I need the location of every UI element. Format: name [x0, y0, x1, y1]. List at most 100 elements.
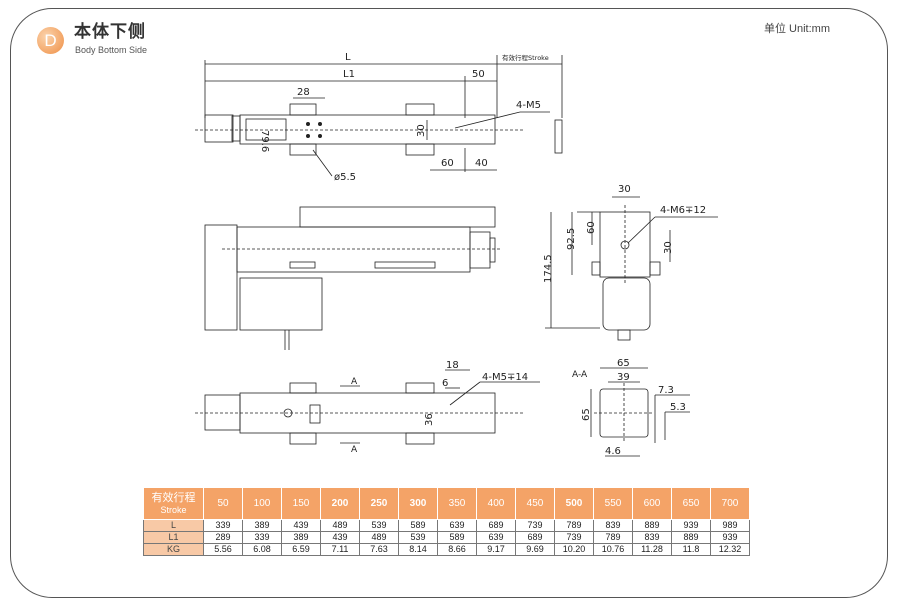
- table-cell: 7.63: [359, 543, 399, 556]
- page-subtitle: Body Bottom Side: [75, 45, 148, 55]
- table-cell: 439: [320, 531, 360, 544]
- table-cell: 889: [632, 519, 672, 532]
- dim-7-3: 7.3: [658, 385, 674, 396]
- dim-28: 28: [297, 87, 310, 98]
- bottom-view: A A 18 6 4-M5∓14 36: [195, 360, 540, 455]
- table-cell: 10.20: [554, 543, 594, 556]
- row-label: KG: [143, 543, 204, 556]
- table-cell: 489: [359, 531, 399, 544]
- dim-92-5: 92.5: [566, 228, 577, 250]
- table-cell: 989: [710, 519, 750, 532]
- hole-5-5: ø5.5: [334, 172, 356, 183]
- table-cell: 9.17: [476, 543, 516, 556]
- row-label: L1: [143, 531, 204, 544]
- section-label: A-A: [572, 370, 588, 380]
- table-cell: 789: [593, 531, 633, 544]
- dim-18: 18: [446, 360, 459, 371]
- table-cell: 6.59: [281, 543, 321, 556]
- dim-36: 36: [424, 413, 435, 426]
- dim-end-60: 60: [586, 221, 597, 234]
- thread-4-m5: 4-M5: [516, 100, 541, 111]
- stroke-header-value: 200: [320, 487, 360, 520]
- dim-65v: 65: [581, 408, 592, 421]
- page-title: 本体下侧: [74, 22, 146, 41]
- table-cell: 789: [554, 519, 594, 532]
- table-cell: 9.69: [515, 543, 555, 556]
- stroke-header-value: 600: [632, 487, 672, 520]
- section-badge: D: [37, 27, 64, 54]
- dim-40: 40: [475, 158, 488, 169]
- dim-6: 6: [442, 378, 448, 389]
- stroke-header-value: 500: [554, 487, 594, 520]
- dim-60: 60: [441, 158, 454, 169]
- table-cell: 389: [242, 519, 282, 532]
- table-cell: 539: [398, 531, 438, 544]
- table-cell: 8.14: [398, 543, 438, 556]
- table-cell: 889: [671, 531, 711, 544]
- stroke-header-value: 450: [515, 487, 555, 520]
- table-cell: 839: [593, 519, 633, 532]
- dim-50: 50: [472, 69, 485, 80]
- stroke-header-value: 250: [359, 487, 399, 520]
- dim-174-5: 174.5: [543, 254, 554, 283]
- table-cell: 739: [554, 531, 594, 544]
- stroke-header-value: 50: [203, 487, 243, 520]
- stroke-header-value: 700: [710, 487, 750, 520]
- stroke-header-value: 350: [437, 487, 477, 520]
- dim-30: 30: [416, 124, 427, 137]
- dim-79-6: 79.6: [259, 130, 270, 152]
- dim-end-30: 30: [618, 184, 631, 195]
- stroke-header-label: 有效行程: [151, 491, 196, 504]
- table-cell: 5.56: [203, 543, 243, 556]
- stroke-label: 有效行程Stroke: [502, 53, 549, 62]
- table-cell: 939: [710, 531, 750, 544]
- stroke-header-value: 150: [281, 487, 321, 520]
- stroke-header-value: 650: [671, 487, 711, 520]
- end-view: 30 4-M6∓12 92.5 60 174.5 30: [543, 184, 718, 341]
- section-a-a: A-A 65 39 65 7.3 5.3 4.6: [572, 358, 690, 457]
- top-view: L L1 50 有效行程Stroke 28 79.6 30 4-M5 60 40…: [195, 52, 563, 183]
- stroke-header-value: 400: [476, 487, 516, 520]
- dim-4-6: 4.6: [605, 446, 621, 457]
- dim-39: 39: [617, 372, 630, 383]
- dim-L: L: [345, 52, 351, 63]
- stroke-header-value: 550: [593, 487, 633, 520]
- table-cell: 489: [320, 519, 360, 532]
- table-cell: 539: [359, 519, 399, 532]
- table-cell: 11.8: [671, 543, 711, 556]
- table-cell: 689: [515, 531, 555, 544]
- table-cell: 639: [476, 531, 516, 544]
- table-cell: 11.28: [632, 543, 672, 556]
- row-label: L: [143, 519, 204, 532]
- dim-end-30v: 30: [663, 241, 674, 254]
- table-cell: 339: [242, 531, 282, 544]
- page-frame: [10, 8, 888, 598]
- table-cell: 739: [515, 519, 555, 532]
- table-cell: 839: [632, 531, 672, 544]
- table-cell: 7.11: [320, 543, 360, 556]
- table-cell: 8.66: [437, 543, 477, 556]
- unit-label: 单位 Unit:mm: [764, 23, 830, 35]
- dim-L1: L1: [343, 69, 355, 80]
- table-cell: 589: [398, 519, 438, 532]
- thread-4-m6: 4-M6∓12: [660, 205, 706, 216]
- table-cell: 12.32: [710, 543, 750, 556]
- thread-4-m5-14: 4-M5∓14: [482, 372, 528, 383]
- side-view: [204, 206, 500, 350]
- table-cell: 389: [281, 531, 321, 544]
- stroke-header-value: 300: [398, 487, 438, 520]
- dim-65: 65: [617, 358, 630, 369]
- table-cell: 339: [203, 519, 243, 532]
- stroke-header-value: 100: [242, 487, 282, 520]
- table-cell: 639: [437, 519, 477, 532]
- section-mark-a-top: A: [351, 377, 358, 387]
- table-cell: 589: [437, 531, 477, 544]
- table-cell: 689: [476, 519, 516, 532]
